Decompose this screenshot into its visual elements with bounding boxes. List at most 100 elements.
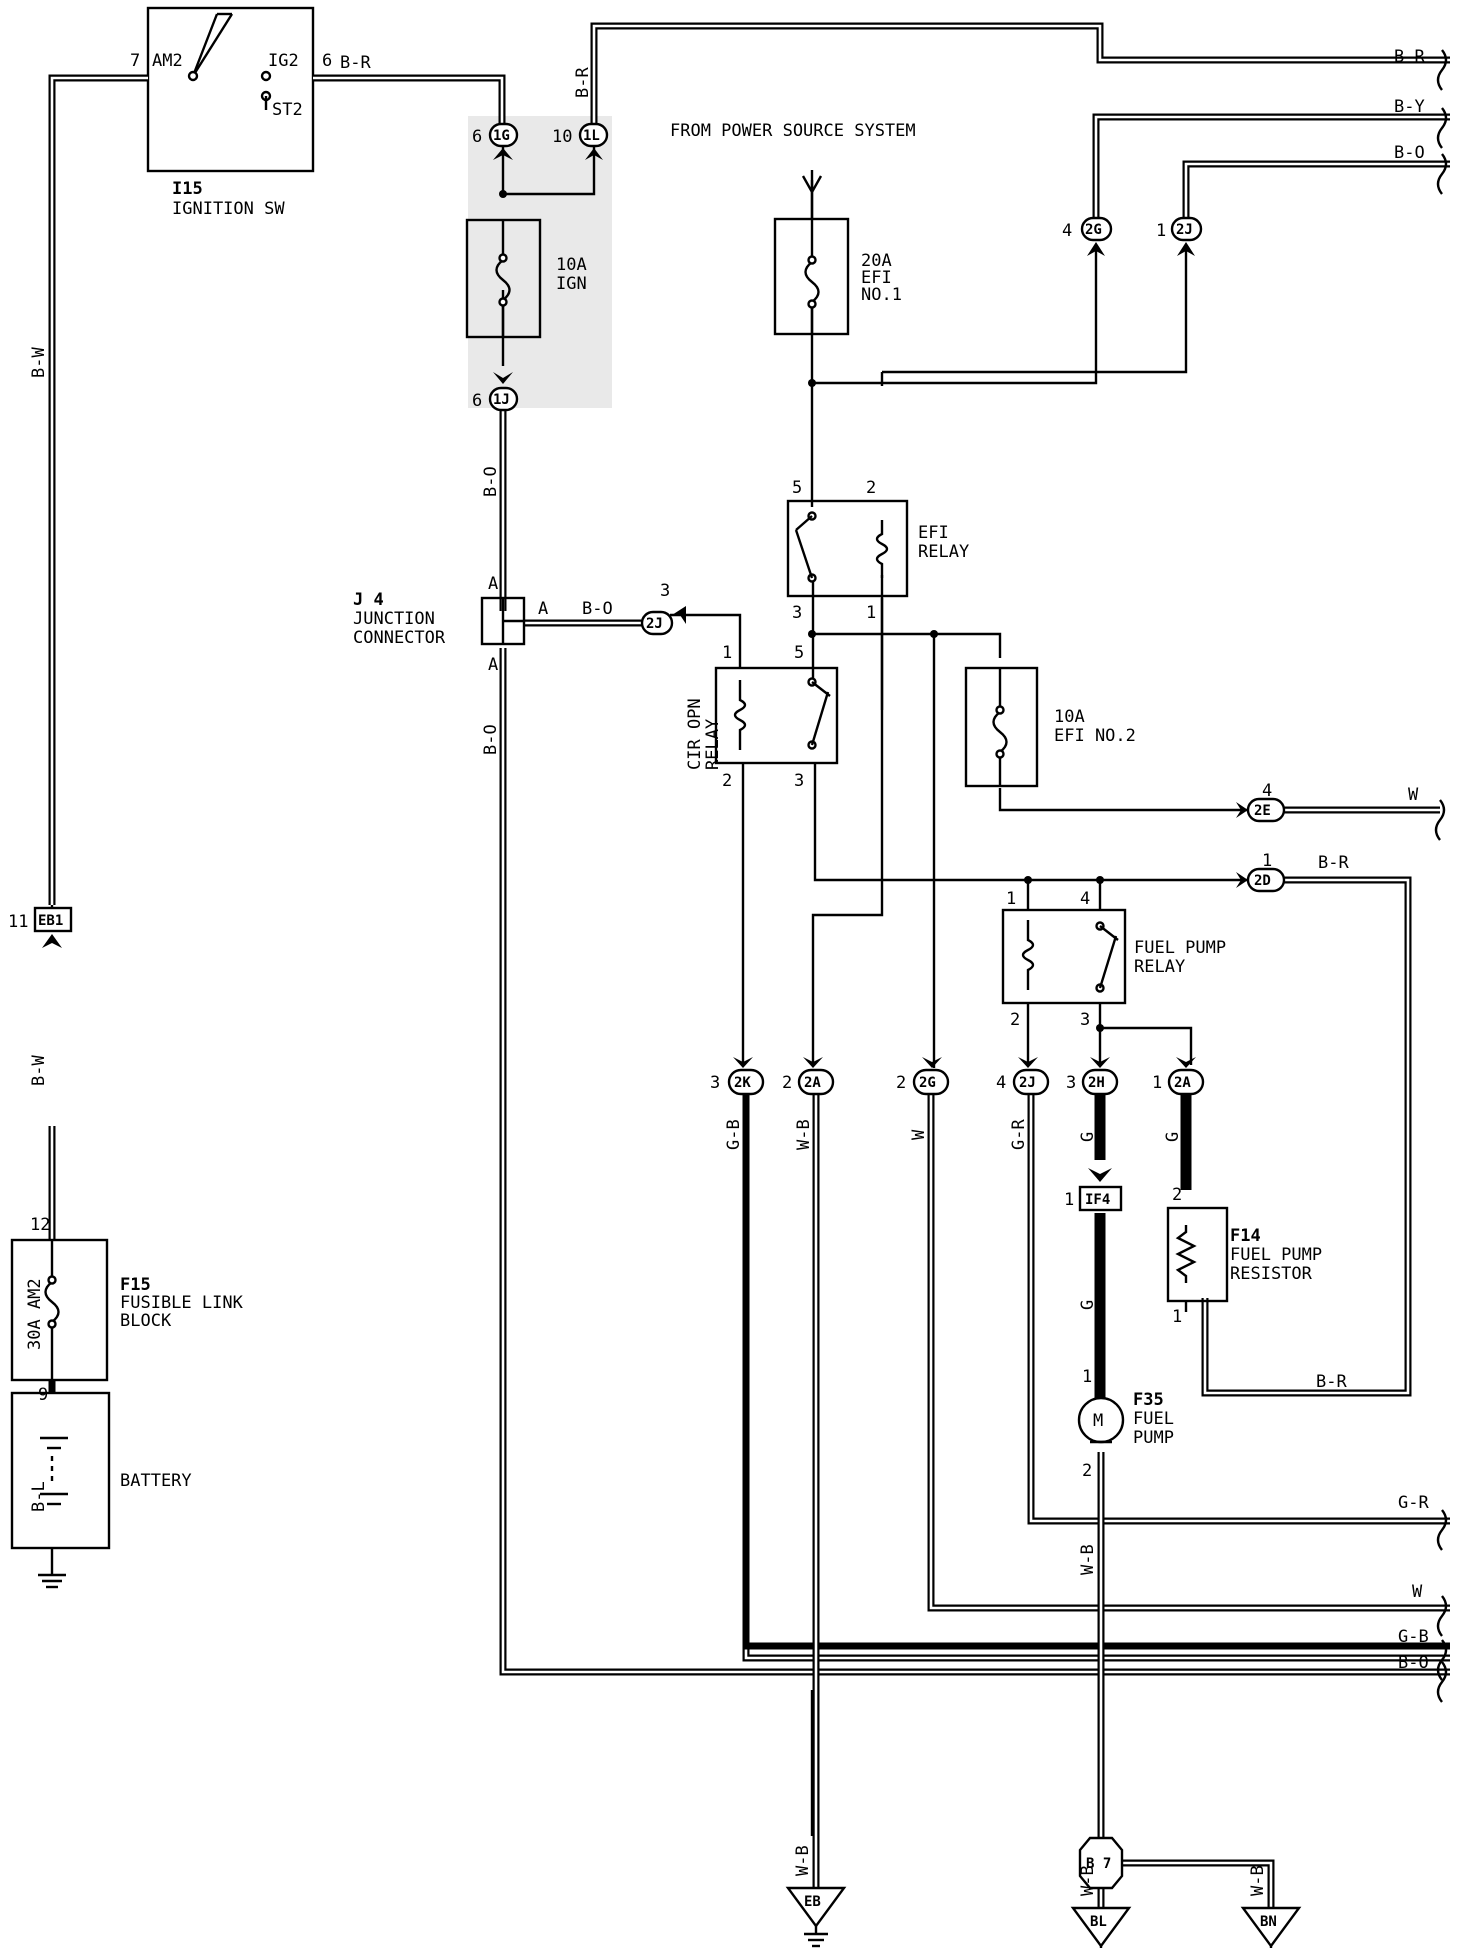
svg-text:CIR OPN: CIR OPN <box>685 698 705 770</box>
svg-text:EFI: EFI <box>861 268 892 288</box>
svg-text:JUNCTION: JUNCTION <box>353 609 435 629</box>
harness-wires <box>48 22 1450 1908</box>
junction-dots <box>499 190 1104 1032</box>
svg-text:B-R: B-R <box>573 67 593 98</box>
svg-text:B-Y: B-Y <box>1394 97 1425 117</box>
connector-2e: 2E <box>1246 797 1286 823</box>
svg-text:2J: 2J <box>646 616 663 632</box>
svg-text:30A AM2: 30A AM2 <box>25 1278 45 1350</box>
svg-text:2: 2 <box>1082 1461 1092 1481</box>
svg-text:FUSIBLE LINK: FUSIBLE LINK <box>120 1293 244 1313</box>
svg-text:2D: 2D <box>1254 873 1271 889</box>
svg-text:FUEL: FUEL <box>1133 1409 1174 1429</box>
battery: BATTERY <box>10 1391 192 1589</box>
svg-text:B-O: B-O <box>1398 1653 1429 1673</box>
svg-text:2G: 2G <box>919 1075 936 1091</box>
connector-1g: 1G <box>488 122 519 148</box>
cir-opn-relay: CIR OPN RELAY <box>685 666 839 770</box>
svg-text:1: 1 <box>1006 889 1016 909</box>
ground-eb: EB <box>785 1886 847 1948</box>
svg-text:F35: F35 <box>1133 1390 1164 1410</box>
svg-text:A: A <box>488 574 498 594</box>
svg-text:2G: 2G <box>1085 222 1102 238</box>
svg-text:3: 3 <box>1080 1010 1090 1030</box>
svg-text:2: 2 <box>1010 1010 1020 1030</box>
svg-text:RELAY: RELAY <box>918 542 969 562</box>
svg-text:1: 1 <box>1152 1073 1162 1093</box>
svg-text:G-R: G-R <box>1398 1493 1429 1513</box>
svg-text:6: 6 <box>472 391 482 411</box>
ign-sw-am2: AM2 <box>152 51 183 71</box>
svg-text:IF4: IF4 <box>1085 1192 1110 1208</box>
svg-text:RELAY: RELAY <box>703 719 723 770</box>
svg-text:2E: 2E <box>1254 803 1271 819</box>
connector-1j: 1J <box>488 386 519 412</box>
connector-2g-top: 2G <box>1080 216 1113 242</box>
svg-text:G-R: G-R <box>1009 1119 1029 1150</box>
junction-connector: J 4 JUNCTION CONNECTOR <box>353 590 526 648</box>
svg-text:F14: F14 <box>1230 1226 1261 1246</box>
svg-text:B-W: B-W <box>29 1055 49 1086</box>
svg-text:PUMP: PUMP <box>1133 1428 1174 1448</box>
svg-text:1: 1 <box>1082 1367 1092 1387</box>
svg-text:6: 6 <box>472 127 482 147</box>
svg-text:G: G <box>1163 1132 1183 1142</box>
svg-text:RESISTOR: RESISTOR <box>1230 1264 1313 1284</box>
connector-2j-bottom: 2J <box>1012 1068 1050 1096</box>
arrow-heads <box>42 148 1248 1182</box>
svg-text:3: 3 <box>660 581 670 601</box>
svg-text:11: 11 <box>8 912 28 932</box>
fuse-efi2: 10A EFI NO.2 <box>964 666 1136 788</box>
svg-text:2A: 2A <box>804 1075 821 1091</box>
ign-sw-name: IGNITION SW <box>172 199 285 219</box>
svg-text:B-L: B-L <box>29 1481 49 1512</box>
svg-text:1: 1 <box>866 603 876 623</box>
svg-text:3: 3 <box>792 603 802 623</box>
svg-text:BATTERY: BATTERY <box>120 1471 192 1491</box>
svg-text:2A: 2A <box>1174 1075 1191 1091</box>
svg-text:F15: F15 <box>120 1275 151 1295</box>
svg-text:2H: 2H <box>1088 1075 1105 1091</box>
svg-text:4: 4 <box>996 1073 1006 1093</box>
svg-text:10A: 10A <box>556 255 587 275</box>
svg-text:BL: BL <box>1090 1914 1107 1930</box>
svg-text:1J: 1J <box>493 392 510 408</box>
ground-splice-b7: B 7 <box>1078 1836 1124 1890</box>
svg-text:10: 10 <box>552 127 572 147</box>
svg-text:2K: 2K <box>734 1075 751 1091</box>
svg-text:J 4: J 4 <box>353 590 384 610</box>
fuse-efi1: 20A EFI NO.1 <box>773 217 902 336</box>
svg-text:EFI: EFI <box>918 523 949 543</box>
svg-text:G-B: G-B <box>1398 1627 1429 1647</box>
svg-text:B-O: B-O <box>1394 143 1425 163</box>
connector-2j-junction: 2J <box>640 610 674 636</box>
power-arrow <box>801 170 823 220</box>
fusible-link-block: 30A AM2 F15 FUSIBLE LINK BLOCK <box>10 1238 244 1382</box>
svg-text:2: 2 <box>866 478 876 498</box>
svg-text:3: 3 <box>710 1073 720 1093</box>
svg-text:W: W <box>1412 1582 1423 1602</box>
svg-text:1: 1 <box>722 643 732 663</box>
diagram-title: FROM POWER SOURCE SYSTEM <box>670 121 916 141</box>
svg-text:2: 2 <box>722 771 732 791</box>
svg-text:B-R: B-R <box>1394 47 1425 67</box>
svg-text:NO.1: NO.1 <box>861 285 902 305</box>
svg-text:12: 12 <box>30 1215 50 1235</box>
svg-text:W: W <box>1408 785 1419 805</box>
connector-2d: 2D <box>1246 867 1286 893</box>
svg-text:BLOCK: BLOCK <box>120 1311 172 1331</box>
svg-text:B-R: B-R <box>340 53 371 73</box>
svg-text:1: 1 <box>1172 1307 1182 1327</box>
svg-text:W-B: W-B <box>1248 1865 1268 1896</box>
svg-text:A: A <box>538 599 548 619</box>
svg-text:B-R: B-R <box>1316 1372 1347 1392</box>
connector-2g-bottom: 2G <box>912 1068 950 1096</box>
svg-text:5: 5 <box>794 643 804 663</box>
harness-break-marks <box>1434 49 1448 1703</box>
svg-text:2J: 2J <box>1019 1075 1036 1091</box>
svg-text:B-W: B-W <box>29 347 49 378</box>
svg-text:W-B: W-B <box>794 1119 814 1150</box>
svg-text:G-B: G-B <box>724 1119 744 1150</box>
svg-text:7: 7 <box>130 51 140 71</box>
